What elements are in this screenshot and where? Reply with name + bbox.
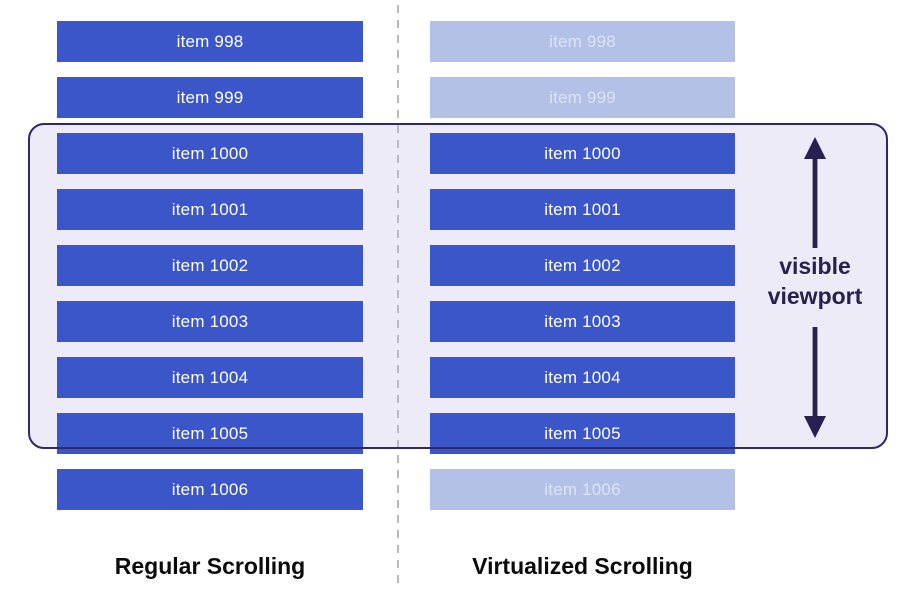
visible-viewport-label-line2: viewport <box>767 283 863 309</box>
list-item: item 1003 <box>430 301 735 342</box>
list-item: item 1005 <box>430 413 735 454</box>
list-item: item 1004 <box>430 357 735 398</box>
list-item: item 1000 <box>57 133 363 174</box>
column-divider-dashed-line <box>397 5 399 588</box>
list-item: item 1001 <box>430 189 735 230</box>
list-item: item 1002 <box>57 245 363 286</box>
list-item: item 1001 <box>57 189 363 230</box>
list-item: item 999 <box>57 77 363 118</box>
visible-viewport-label: visible viewport <box>733 251 897 311</box>
list-item: item 1004 <box>57 357 363 398</box>
list-item: item 1002 <box>430 245 735 286</box>
list-item: item 1005 <box>57 413 363 454</box>
list-item: item 1006 <box>430 469 735 510</box>
list-item: item 1003 <box>57 301 363 342</box>
viewport-extent-arrow-up-icon <box>804 137 826 248</box>
regular-scrolling-title: Regular Scrolling <box>114 553 306 579</box>
list-item: item 999 <box>430 77 735 118</box>
list-item: item 1006 <box>57 469 363 510</box>
viewport-extent-arrow-down-icon <box>804 327 826 438</box>
visible-viewport-label-line1: visible <box>779 253 851 279</box>
list-item: item 1000 <box>430 133 735 174</box>
list-item: item 998 <box>57 21 363 62</box>
regular-scrolling-column: item 998 item 999 item 1000 item 1001 it… <box>57 21 363 510</box>
virtualized-scrolling-title: Virtualized Scrolling <box>472 553 693 579</box>
virtualized-scrolling-column: item 998 item 999 item 1000 item 1001 it… <box>430 21 735 510</box>
list-item: item 998 <box>430 21 735 62</box>
